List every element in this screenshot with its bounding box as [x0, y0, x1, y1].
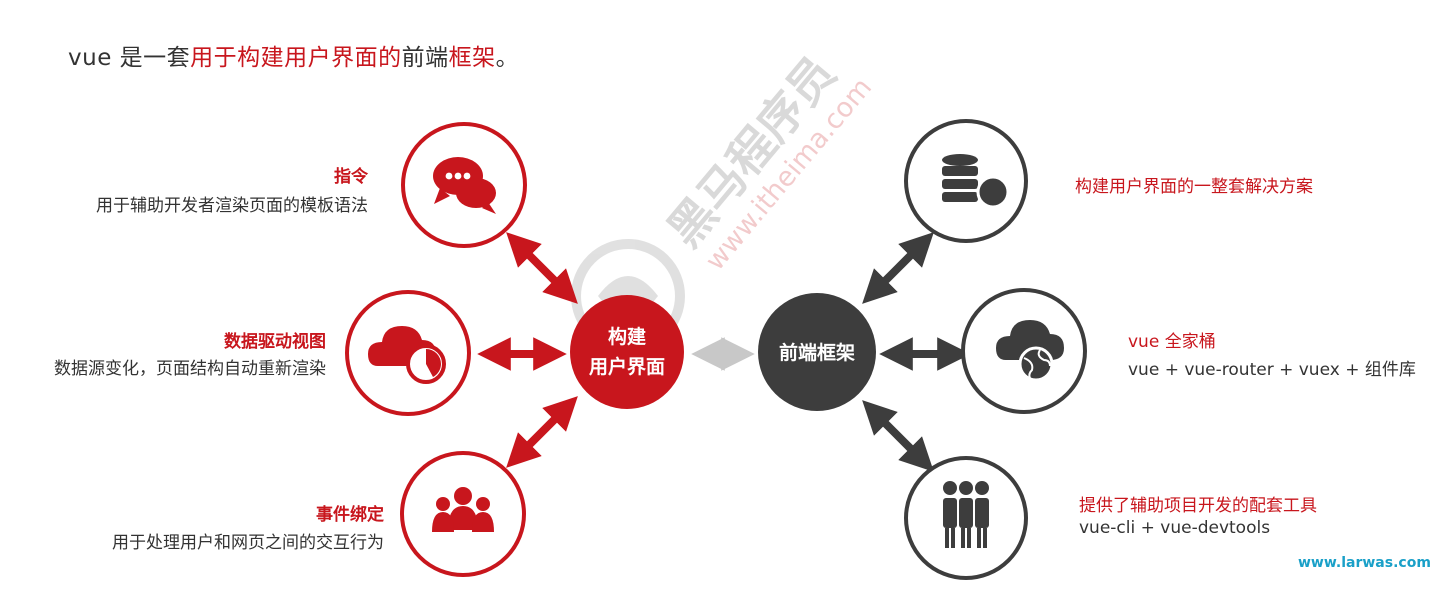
business-team-icon — [943, 481, 989, 548]
data-driven-desc: 数据源变化，页面结构自动重新渲染 — [54, 359, 326, 379]
right-node-solution — [904, 119, 1028, 243]
left-node-directive — [401, 122, 527, 248]
tools-desc: vue-cli + vue-devtools — [1079, 518, 1271, 538]
center-circle-framework — [758, 293, 876, 411]
center-ui-label: 构建 用户界面 — [570, 322, 684, 382]
tools-title: 提供了辅助项目开发的配套工具 — [1079, 496, 1317, 516]
center-circle-ui — [570, 295, 684, 409]
cloud-globe-icon — [996, 320, 1064, 382]
title-highlight-2: 框架 — [448, 45, 496, 71]
title-suffix: 前端 — [401, 45, 449, 71]
title-end: 。 — [495, 45, 520, 71]
center-ui-line1: 构建 — [607, 326, 646, 348]
arrow-directive — [506, 232, 578, 304]
event-binding-title: 事件绑定 — [316, 505, 384, 525]
site-url: www.larwas.com — [1298, 555, 1431, 571]
team-icon — [432, 487, 494, 532]
cloud-chart-icon — [368, 326, 446, 384]
left-node-data-driven — [345, 290, 471, 416]
arrow-tools — [862, 400, 934, 472]
directive-title: 指令 — [334, 167, 368, 187]
right-node-tools — [904, 456, 1028, 580]
center-framework-label: 前端框架 — [778, 342, 855, 364]
family-desc: vue + vue-router + vuex + 组件库 — [1128, 360, 1416, 380]
center-ui-line2: 用户界面 — [588, 356, 665, 378]
database-icon — [942, 154, 1010, 209]
title-prefix: vue 是一套 — [68, 45, 191, 71]
directive-desc: 用于辅助开发者渲染页面的模板语法 — [96, 196, 368, 216]
family-title: vue 全家桶 — [1128, 332, 1216, 352]
title-highlight: 用于构建用户界面的 — [190, 45, 402, 71]
chat-bubbles-icon — [433, 157, 496, 214]
arrow-event-binding — [506, 396, 578, 468]
right-node-family — [961, 288, 1087, 414]
left-node-event-binding — [400, 451, 526, 577]
arrow-solution — [862, 232, 934, 304]
page-title: vue 是一套用于构建用户界面的前端框架。 — [68, 38, 519, 72]
event-binding-desc: 用于处理用户和网页之间的交互行为 — [112, 533, 384, 553]
data-driven-title: 数据驱动视图 — [224, 332, 326, 352]
solution-title: 构建用户界面的一整套解决方案 — [1075, 177, 1313, 197]
